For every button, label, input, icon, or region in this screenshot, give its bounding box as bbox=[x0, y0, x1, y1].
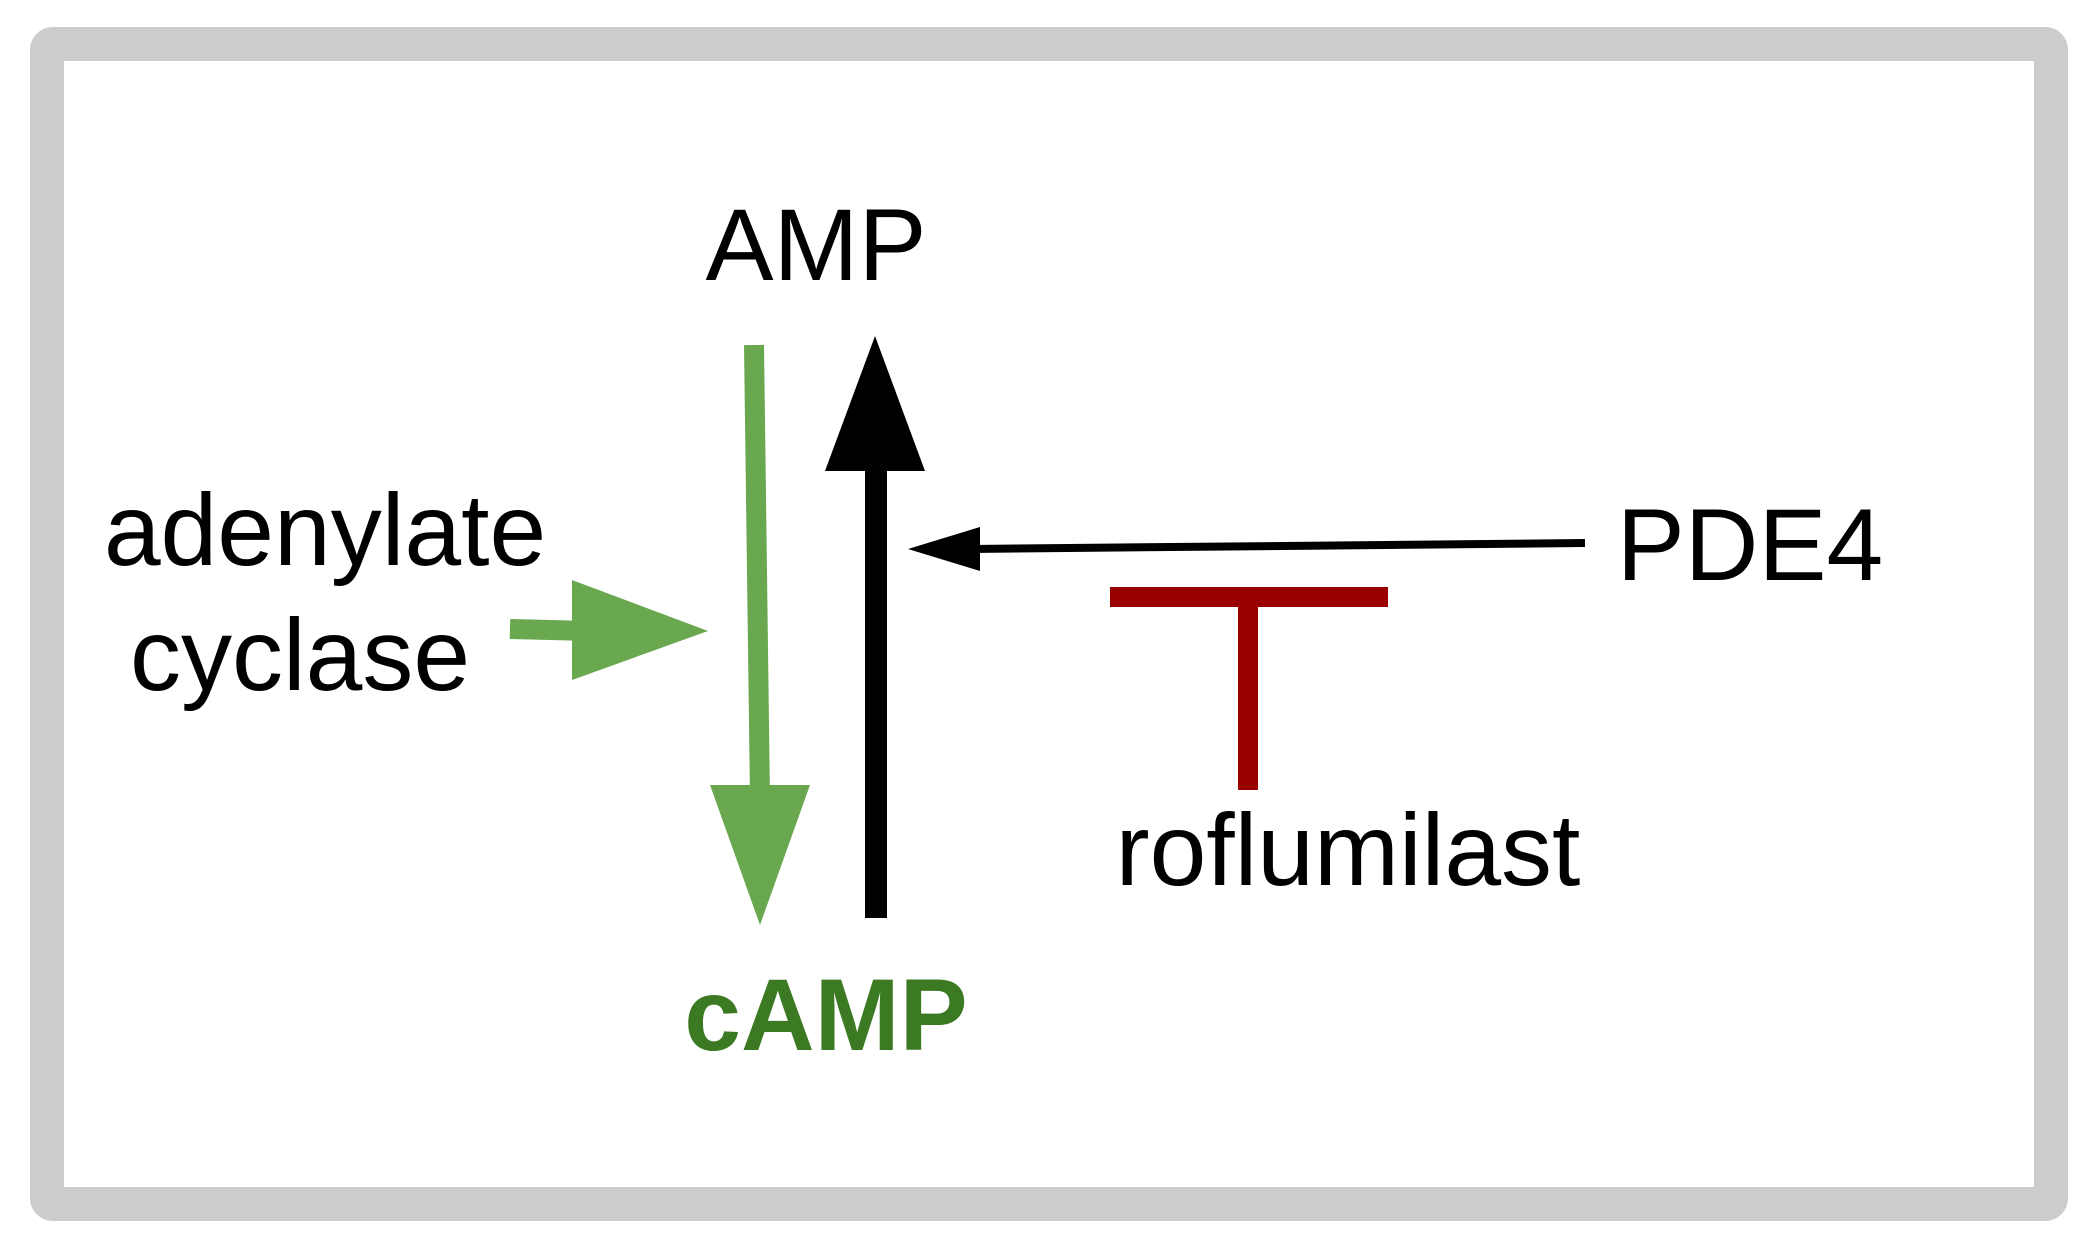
adenylate-label-line1: adenylate bbox=[104, 473, 546, 587]
green-arrow-head bbox=[710, 785, 810, 925]
camp-label: cAMP bbox=[684, 958, 967, 1072]
pde4-arrow-shaft bbox=[969, 539, 1586, 553]
pde4-arrow bbox=[908, 527, 1586, 571]
green-arrow-shaft bbox=[744, 344, 770, 801]
adenylate-cyclase-arrow bbox=[509, 580, 708, 680]
adenylate-label-line2: cyclase bbox=[130, 598, 470, 712]
amp-label: AMP bbox=[705, 188, 926, 302]
pde4-arrow-head bbox=[908, 527, 980, 571]
black-arrow-head bbox=[825, 336, 925, 471]
adenylate-arrow-head bbox=[572, 580, 708, 680]
roflumilast-inhibition-bar bbox=[1110, 587, 1388, 790]
diagram-frame bbox=[30, 27, 2068, 1221]
black-arrow-camp-to-amp bbox=[825, 336, 925, 918]
pde4-label: PDE4 bbox=[1617, 488, 1883, 602]
green-arrow-amp-to-camp bbox=[710, 344, 810, 925]
roflumilast-label: roflumilast bbox=[1116, 793, 1581, 907]
